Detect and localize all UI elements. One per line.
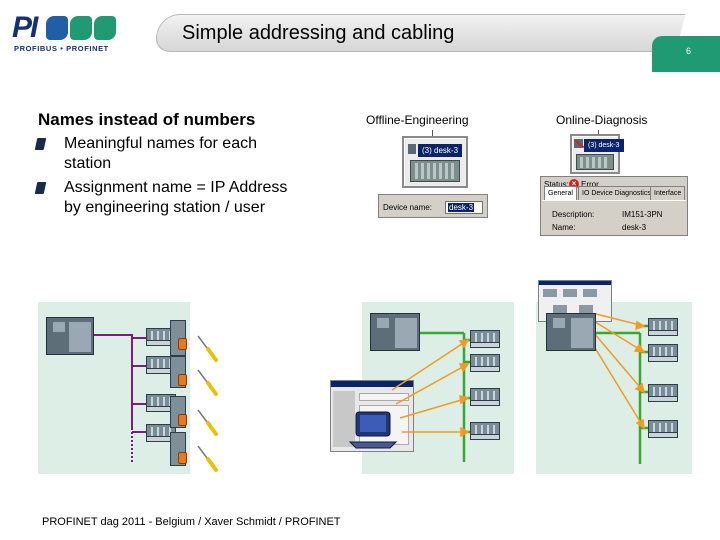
offline-engineering-label: Offline-Engineering xyxy=(366,113,469,127)
station-icon xyxy=(408,144,416,154)
bullet-line: station xyxy=(64,155,112,172)
screwdriver-icon xyxy=(197,409,218,436)
name-label: Name: xyxy=(552,223,576,232)
device-name-panel: Device name: desk-3 xyxy=(378,194,488,218)
profinet-io-device xyxy=(470,354,500,372)
profibus-io-device xyxy=(146,356,176,374)
profinet-io-device xyxy=(470,388,500,406)
address-switch[interactable] xyxy=(178,414,187,426)
tab-interface[interactable]: Interface xyxy=(650,186,686,200)
slide-title: Simple addressing and cabling xyxy=(182,22,455,44)
tab-general[interactable]: General xyxy=(544,186,577,200)
profinet-controller xyxy=(546,313,596,351)
profibus-controller xyxy=(46,317,94,355)
profibus-profinet-logo: PI PROFIBUS • PROFINET xyxy=(12,12,124,56)
online-station-card[interactable]: (3) desk-3 xyxy=(570,134,624,174)
section-heading: Names instead of numbers xyxy=(38,110,256,129)
screwdriver-icon xyxy=(197,445,218,472)
pc-monitor-icon xyxy=(348,411,398,449)
footer-text: PROFINET dag 2011 - Belgium / Xaver Schm… xyxy=(42,516,341,528)
logo-blob-green xyxy=(70,16,92,40)
screwdriver-icon xyxy=(197,369,218,396)
offline-station-card[interactable]: (3) desk-3 xyxy=(402,136,468,188)
profibus-io-device xyxy=(146,328,176,346)
bullet-item: Meaningful names for each station xyxy=(34,134,340,174)
logo-mark: PI xyxy=(12,11,38,44)
station-rack xyxy=(410,160,460,182)
offline-pointer xyxy=(432,130,433,138)
station-rack xyxy=(576,154,614,170)
profinet-io-device xyxy=(470,422,500,440)
logo-blob-blue xyxy=(46,16,68,40)
logo-blob-green-2 xyxy=(94,16,116,40)
bullet-item: Assignment name = IP Address by engineer… xyxy=(34,178,340,218)
description-value: IM151-3PN xyxy=(622,210,663,219)
address-switch[interactable] xyxy=(178,374,187,386)
profinet-io-device xyxy=(648,318,678,336)
profinet-io-device xyxy=(648,384,678,402)
address-switch[interactable] xyxy=(178,338,187,350)
page-number: 6 xyxy=(686,46,692,56)
status-value: Error xyxy=(581,180,599,189)
station-title: (3) desk-3 xyxy=(584,139,624,152)
bullet-line: Meaningful names for each xyxy=(64,135,257,152)
page-number-box xyxy=(652,36,720,72)
device-name-value: desk-3 xyxy=(448,203,475,212)
name-value: desk-3 xyxy=(622,223,647,232)
device-name-input[interactable]: desk-3 xyxy=(445,201,483,214)
device-name-label: Device name: xyxy=(383,203,432,212)
station-title: (3) desk-3 xyxy=(418,144,463,157)
error-icon: × xyxy=(569,179,579,189)
address-switch[interactable] xyxy=(178,452,187,464)
screwdriver-icon xyxy=(197,335,218,362)
profinet-io-device xyxy=(470,330,500,348)
profinet-controller xyxy=(370,313,420,351)
status-label: Status: xyxy=(544,180,569,189)
logo-subtitle: PROFIBUS • PROFINET xyxy=(14,44,109,53)
profibus-io-device xyxy=(146,424,176,442)
diagnosis-content: Description: IM151-3PN Name: desk-3 xyxy=(542,200,686,234)
bullet-line: Assignment name = IP Address xyxy=(64,179,288,196)
profinet-io-device xyxy=(648,344,678,362)
engineering-software-window xyxy=(330,380,414,452)
profinet-io-device xyxy=(648,420,678,438)
online-diagnosis-label: Online-Diagnosis xyxy=(556,113,648,127)
description-label: Description: xyxy=(552,210,595,219)
bullet-line: by engineering station / user xyxy=(64,199,266,216)
